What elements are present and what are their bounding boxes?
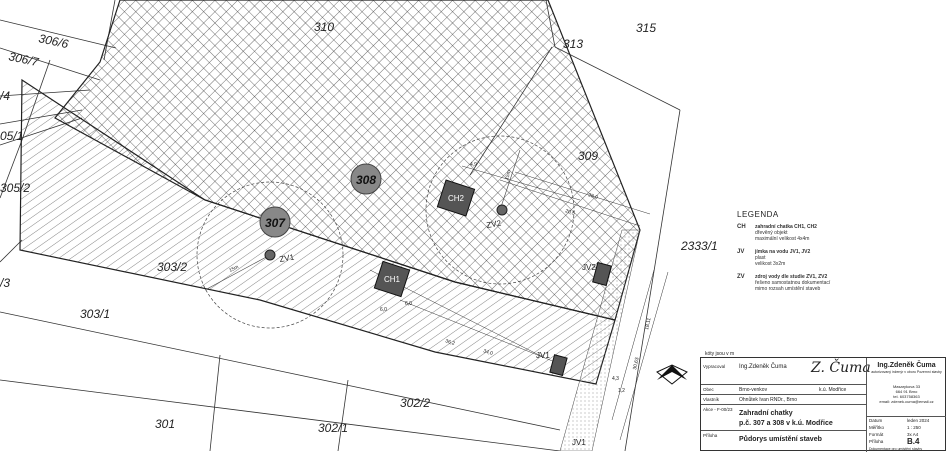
source-zv2 [496, 204, 508, 216]
dimension-lines [369, 165, 669, 441]
parcel-302-2: 302/2 [400, 396, 430, 410]
svg-text:4,9: 4,9 [470, 162, 477, 168]
svg-text:6,0: 6,0 [380, 307, 387, 313]
parcel-309: 309 [578, 149, 598, 163]
owner: Ohnůtek Ivan RNDr., Brno [739, 397, 798, 403]
svg-text:15m: 15m [504, 170, 512, 181]
north-arrow-icon [656, 364, 688, 385]
road-strip [559, 229, 641, 451]
svg-text:20,5: 20,5 [564, 208, 575, 217]
parcel-313: 313 [563, 37, 583, 51]
project-title: Zahradní chatky [739, 410, 793, 417]
cadastral-area: k.ú. Modřice [819, 387, 847, 393]
svg-text:1,2: 1,2 [618, 388, 625, 394]
parcel-303-1: 303/1 [80, 307, 110, 321]
svg-text:308: 308 [356, 173, 376, 187]
author-name: Ing.Zdeněk Čuma [739, 364, 787, 370]
parcel-306-7: 306/7 [7, 49, 41, 69]
plot-label-307: 307 [259, 206, 291, 238]
svg-text:CH2: CH2 [448, 194, 465, 203]
svg-text:18,11: 18,11 [644, 317, 652, 330]
tank-jv1 [549, 354, 568, 377]
parcel-305-2: 305/2 [0, 181, 30, 195]
svg-text:36,2: 36,2 [444, 338, 455, 347]
parcel-315: 315 [636, 21, 656, 35]
svg-text:ZV1: ZV1 [279, 252, 296, 264]
firm-box: Ing.Zdeněk Čuma autorizovaný inženýr v o… [866, 358, 946, 416]
svg-text:28,0: 28,0 [587, 192, 598, 201]
chatka-ch1: CH1 [373, 260, 411, 298]
svg-text:30,63: 30,63 [632, 357, 641, 371]
source-zv1 [264, 249, 276, 261]
svg-text:4,3: 4,3 [612, 376, 619, 382]
sheet-number: B.4 [907, 437, 920, 446]
parcel-4: /4 [0, 89, 10, 103]
parcel-05-1: 05/1 [0, 129, 23, 143]
parcel-302-1: 302/1 [318, 421, 348, 435]
object-labels: ZV1 ZV2 JV2 JV1 JV1 15m 15m [228, 170, 596, 447]
parcel-3: /3 [0, 276, 10, 290]
svg-text:6,0: 6,0 [405, 301, 412, 307]
svg-text:JV1: JV1 [572, 438, 586, 447]
signature: Z. Čuma [811, 360, 871, 376]
parcel-303-2: 303/2 [157, 260, 187, 274]
drawing-title: Půdorys umístění staveb [739, 436, 822, 443]
chatka-ch2: CH2 [436, 179, 476, 217]
author-key: Vypracoval [703, 364, 726, 369]
plot-label-308: 308 [350, 163, 382, 195]
protection-zones [196, 135, 575, 329]
parcel-2333-1: 2333/1 [680, 239, 718, 253]
title-block: Vypracoval Ing.Zdeněk Čuma Z. Čuma Ing.Z… [700, 357, 946, 452]
svg-text:JV2: JV2 [582, 263, 596, 272]
units-note: kóty jsou v m [705, 351, 735, 357]
sheet-info: Datum leden 2024 Měřítko 1 : 250 Formát … [866, 416, 946, 452]
parcel-310: 310 [314, 20, 334, 34]
svg-text:JV1: JV1 [536, 351, 550, 360]
svg-text:34,0: 34,0 [482, 348, 493, 357]
svg-text:307: 307 [265, 216, 286, 230]
legend-title: LEGENDA [737, 210, 779, 219]
parcel-301: 301 [155, 417, 175, 431]
project-subtitle: p.č. 307 a 308 v k.ú. Modřice [739, 420, 833, 427]
parcel-306-6: 306/6 [37, 31, 70, 51]
municipality: Brno-venkov [739, 387, 768, 393]
svg-text:ZV2: ZV2 [486, 218, 503, 230]
parcel-labels: 310 313 315 306/6 306/7 /4 05/1 305/2 /3… [0, 20, 718, 435]
dimension-labels: 28,0 20,5 6,0 34,0 36,2 18,11 30,63 4,9 … [380, 162, 653, 394]
svg-text:CH1: CH1 [384, 275, 401, 284]
svg-text:15m: 15m [228, 264, 239, 274]
tank-jv2 [592, 261, 612, 287]
